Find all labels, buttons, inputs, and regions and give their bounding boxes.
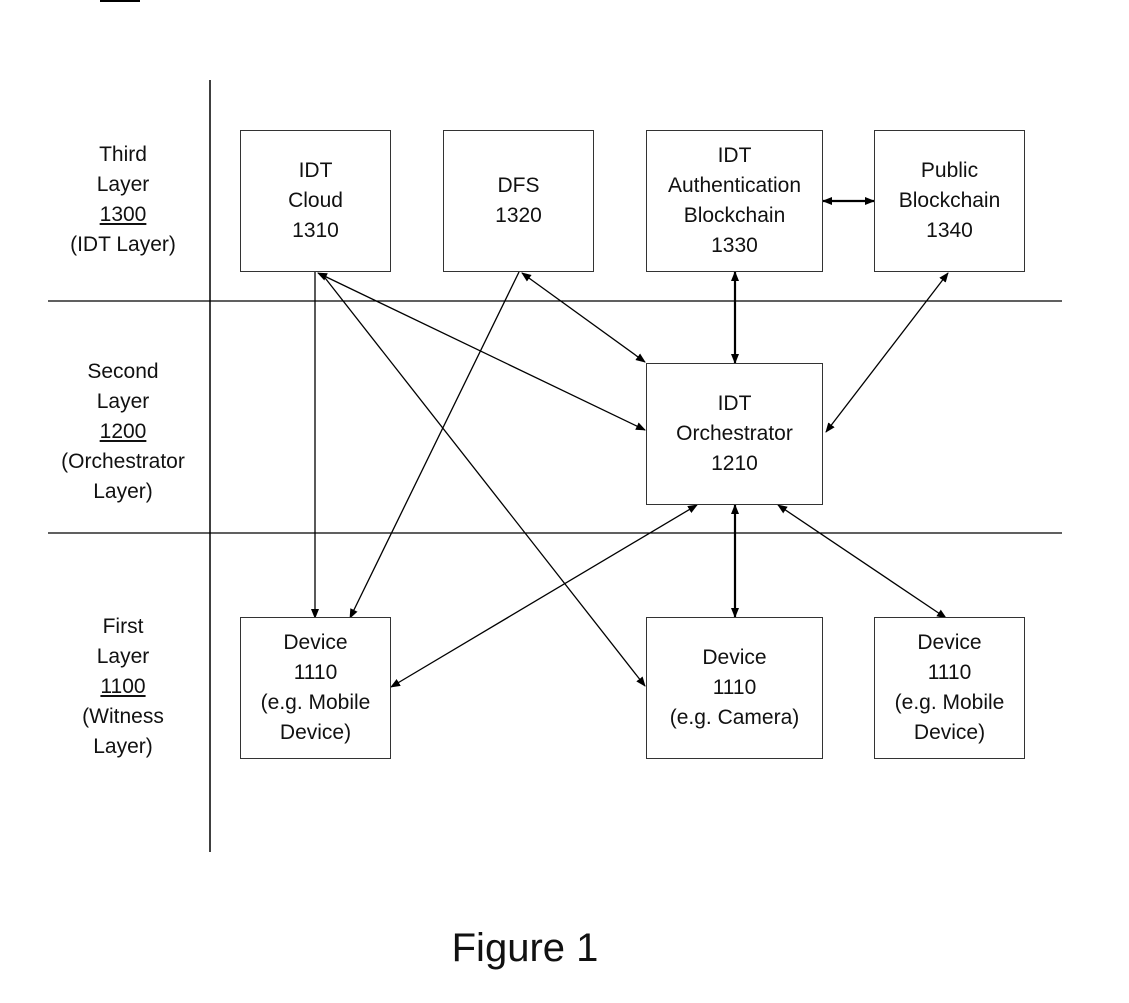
arrow-public-to-orchestrator xyxy=(826,273,948,432)
node-public-blockchain: Public Blockchain 1340 xyxy=(874,130,1025,272)
arrow-orchestrator-to-mobile-right xyxy=(778,505,946,618)
figure-caption: Figure 1 xyxy=(380,926,670,971)
layer-label-third: Third Layer 1300 (IDT Layer) xyxy=(38,140,208,260)
node-idt-cloud: IDT Cloud 1310 xyxy=(240,130,391,272)
node-device-camera: Device 1110 (e.g. Camera) xyxy=(646,617,823,759)
arrow-dfs-to-orchestrator xyxy=(522,273,645,362)
node-idt-orchestrator: IDT Orchestrator 1210 xyxy=(646,363,823,505)
layer-label-second: Second Layer 1200 (Orchestrator Layer) xyxy=(38,357,208,507)
node-idt-authentication-blockchain: IDT Authentication Blockchain 1330 xyxy=(646,130,823,272)
node-device-mobile-left: Device 1110 (e.g. Mobile Device) xyxy=(240,617,391,759)
node-device-mobile-right: Device 1110 (e.g. Mobile Device) xyxy=(874,617,1025,759)
node-dfs: DFS 1320 xyxy=(443,130,594,272)
arrow-cloud-to-orchestrator xyxy=(318,273,645,430)
layer-label-first: First Layer 1100 (Witness Layer) xyxy=(38,612,208,762)
arrow-dfs-to-mobile xyxy=(350,272,519,618)
